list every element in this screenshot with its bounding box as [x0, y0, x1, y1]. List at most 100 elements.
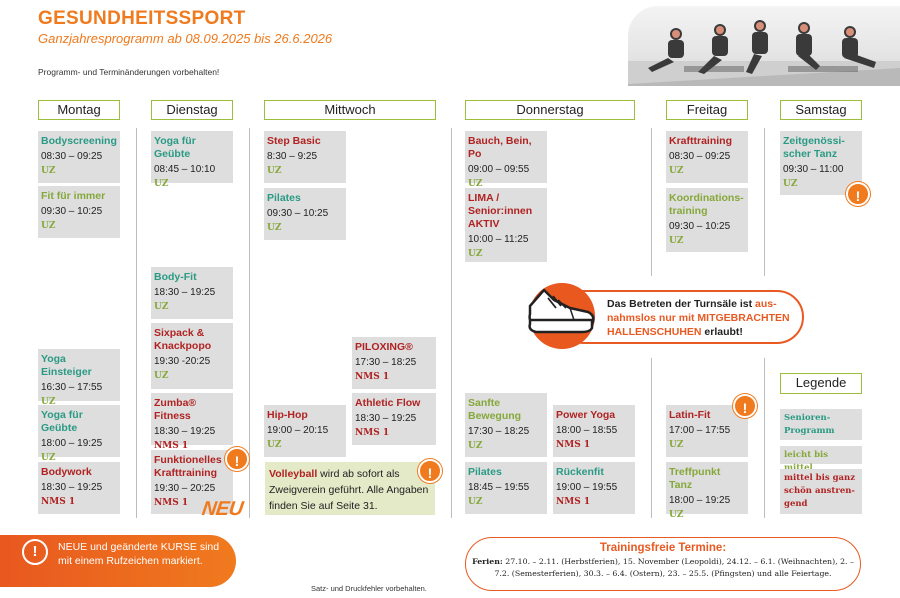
- course-name: Step Basic: [267, 135, 321, 147]
- course-location: UZ: [468, 179, 483, 189]
- free-dates-list: 27.10. – 2.11. (Herbstferien), 15. Novem…: [494, 557, 854, 578]
- course-time: 18:30 – 19:25: [41, 482, 103, 493]
- course-card: Sixpack & Knackpopo 19:30 -20:25 UZ: [151, 323, 233, 389]
- course-location: UZ: [41, 453, 56, 463]
- volleyball-label: Volleyball: [269, 468, 318, 480]
- course-name: PILOXING®: [355, 341, 413, 353]
- course-time: 09:00 – 09:55: [468, 164, 530, 175]
- course-name: Bodyscreening: [41, 135, 117, 147]
- course-time: 18:30 – 19:25: [154, 426, 216, 437]
- course-name: Pilates: [267, 192, 301, 204]
- column-divider: [651, 128, 652, 276]
- course-card: LIMA / Senior:innen AKTIV 10:00 – 11:25 …: [465, 188, 547, 262]
- course-name: Bodywork: [41, 466, 92, 478]
- course-card: Treffpunkt Tanz 18:00 – 19:25 UZ: [666, 462, 748, 520]
- notice-text-highlight: aus-nahmslos nur mit MITGEBRACHTEN HALLE…: [607, 298, 790, 338]
- course-location: UZ: [669, 510, 684, 520]
- course-time: 08:30 – 09:25: [41, 151, 103, 162]
- course-location: UZ: [154, 179, 169, 189]
- course-card: Sanfte Bewegung 17:30 – 18:25 UZ: [465, 393, 547, 457]
- course-name: Athletic Flow: [355, 397, 421, 409]
- course-name: Latin-Fit: [669, 409, 711, 421]
- notice-text-3: erlaubt!: [701, 326, 743, 338]
- course-location: UZ: [468, 441, 483, 451]
- course-name: Bauch, Bein, Po: [468, 135, 532, 160]
- legend-easy: leicht bis mittel: [780, 446, 862, 473]
- free-dates-label: Ferien:: [472, 557, 503, 566]
- column-divider: [136, 128, 137, 518]
- course-card: Zumba® Fitness 18:30 – 19:25 NMS 1: [151, 393, 233, 451]
- course-location: NMS 1: [355, 428, 390, 438]
- course-card: Bodywork 18:30 – 19:25 NMS 1: [38, 462, 120, 514]
- free-dates-title: Trainingsfreie Termine:: [599, 542, 727, 554]
- page-subtitle: Ganzjahresprogramm ab 08.09.2025 bis 26.…: [38, 31, 333, 46]
- course-time: 18:30 – 19:25: [154, 287, 216, 298]
- course-card: Zeitgenössi-scher Tanz 09:30 – 11:00 UZ: [780, 131, 862, 195]
- course-time: 19:30 – 20:25: [154, 483, 216, 494]
- course-card: Bauch, Bein, Po 09:00 – 09:55 UZ: [465, 131, 547, 189]
- course-card: Yoga für Geübte 18:00 – 19:25 UZ: [38, 405, 120, 463]
- course-name: Pilates: [468, 466, 502, 478]
- course-location: UZ: [669, 236, 684, 246]
- course-card: Athletic Flow 18:30 – 19:25 NMS 1: [352, 393, 436, 445]
- course-location: UZ: [669, 440, 684, 450]
- day-header-wednesday: Mittwoch: [264, 100, 436, 120]
- course-time: 16:30 – 17:55: [41, 382, 103, 393]
- course-location: UZ: [267, 166, 282, 176]
- volleyball-note: Volleyball wird ab sofort als Zweigverei…: [265, 462, 435, 515]
- course-card: PILOXING® 17:30 – 18:25 NMS 1: [352, 337, 436, 389]
- course-location: UZ: [154, 302, 169, 312]
- print-errors-note: Satz- und Druckfehler vorbehalten.: [311, 584, 427, 593]
- column-divider: [764, 358, 765, 518]
- day-header-friday: Freitag: [666, 100, 748, 120]
- course-name: Zeitgenössi-scher Tanz: [783, 135, 845, 160]
- course-name: Koordinations-training: [669, 192, 744, 217]
- page-title: GESUNDHEITSSPORT: [38, 8, 246, 29]
- course-name: Sanfte Bewegung: [468, 397, 522, 422]
- course-name: Yoga für Geübte: [41, 409, 83, 434]
- shoe-icon: [522, 278, 600, 350]
- course-location: UZ: [468, 497, 483, 507]
- course-card: Power Yoga 18:00 – 18:55 NMS 1: [553, 405, 635, 457]
- course-location: NMS 1: [556, 440, 591, 450]
- training-free-dates: Trainingsfreie Termine: Ferien: 27.10. –…: [465, 537, 861, 591]
- course-location: NMS 1: [41, 497, 76, 507]
- column-divider: [249, 128, 250, 518]
- course-card: Krafttraining 08:30 – 09:25 UZ: [666, 131, 748, 183]
- course-location: UZ: [154, 371, 169, 381]
- volleyball-text: wird ab sofort als Zweigverein geführt. …: [269, 468, 429, 512]
- course-name: Body-Fit: [154, 271, 197, 283]
- exclamation-icon: !: [225, 447, 249, 471]
- course-card: Pilates 09:30 – 10:25 UZ: [264, 188, 346, 240]
- course-name: Zumba® Fitness: [154, 397, 197, 422]
- exclamation-icon: !: [22, 539, 48, 565]
- course-time: 09:30 – 10:25: [669, 221, 731, 232]
- course-name: Fit für immer: [41, 190, 106, 202]
- exclamation-icon: !: [733, 394, 757, 418]
- course-time: 18:45 – 19:55: [468, 482, 530, 493]
- course-time: 17:30 – 18:25: [468, 426, 530, 437]
- day-header-saturday: Samstag: [780, 100, 862, 120]
- course-name: Yoga für Geübte: [154, 135, 196, 160]
- course-location: UZ: [669, 166, 684, 176]
- course-location: UZ: [41, 397, 56, 407]
- course-time: 17:00 – 17:55: [669, 425, 731, 436]
- course-name: Funktionelles Krafttraining: [154, 454, 222, 479]
- notice-text-1: Das Betreten der Turnsäle ist: [607, 298, 756, 310]
- course-name: Krafttraining: [669, 135, 732, 147]
- legend-title: Legende: [780, 373, 862, 394]
- course-name: LIMA / Senior:innen AKTIV: [468, 192, 533, 230]
- course-card: Yoga für Geübte 08:45 – 10:10 UZ: [151, 131, 233, 189]
- course-card: Latin-Fit 17:00 – 17:55 UZ: [666, 405, 748, 457]
- course-time: 19:00 – 19:55: [556, 482, 618, 493]
- course-time: 17:30 – 18:25: [355, 357, 417, 368]
- course-card: Pilates 18:45 – 19:55 UZ: [465, 462, 547, 514]
- course-location: UZ: [783, 179, 798, 189]
- hall-shoes-notice: Das Betreten der Turnsäle ist aus-nahmsl…: [557, 290, 804, 344]
- course-time: 18:00 – 19:25: [669, 495, 731, 506]
- course-time: 19:30 -20:25: [154, 356, 211, 367]
- day-header-thursday: Donnerstag: [465, 100, 635, 120]
- course-time: 10:00 – 11:25: [468, 234, 529, 245]
- course-card: Hip-Hop 19:00 – 20:15 UZ: [264, 405, 346, 457]
- course-time: 18:00 – 19:25: [41, 438, 103, 449]
